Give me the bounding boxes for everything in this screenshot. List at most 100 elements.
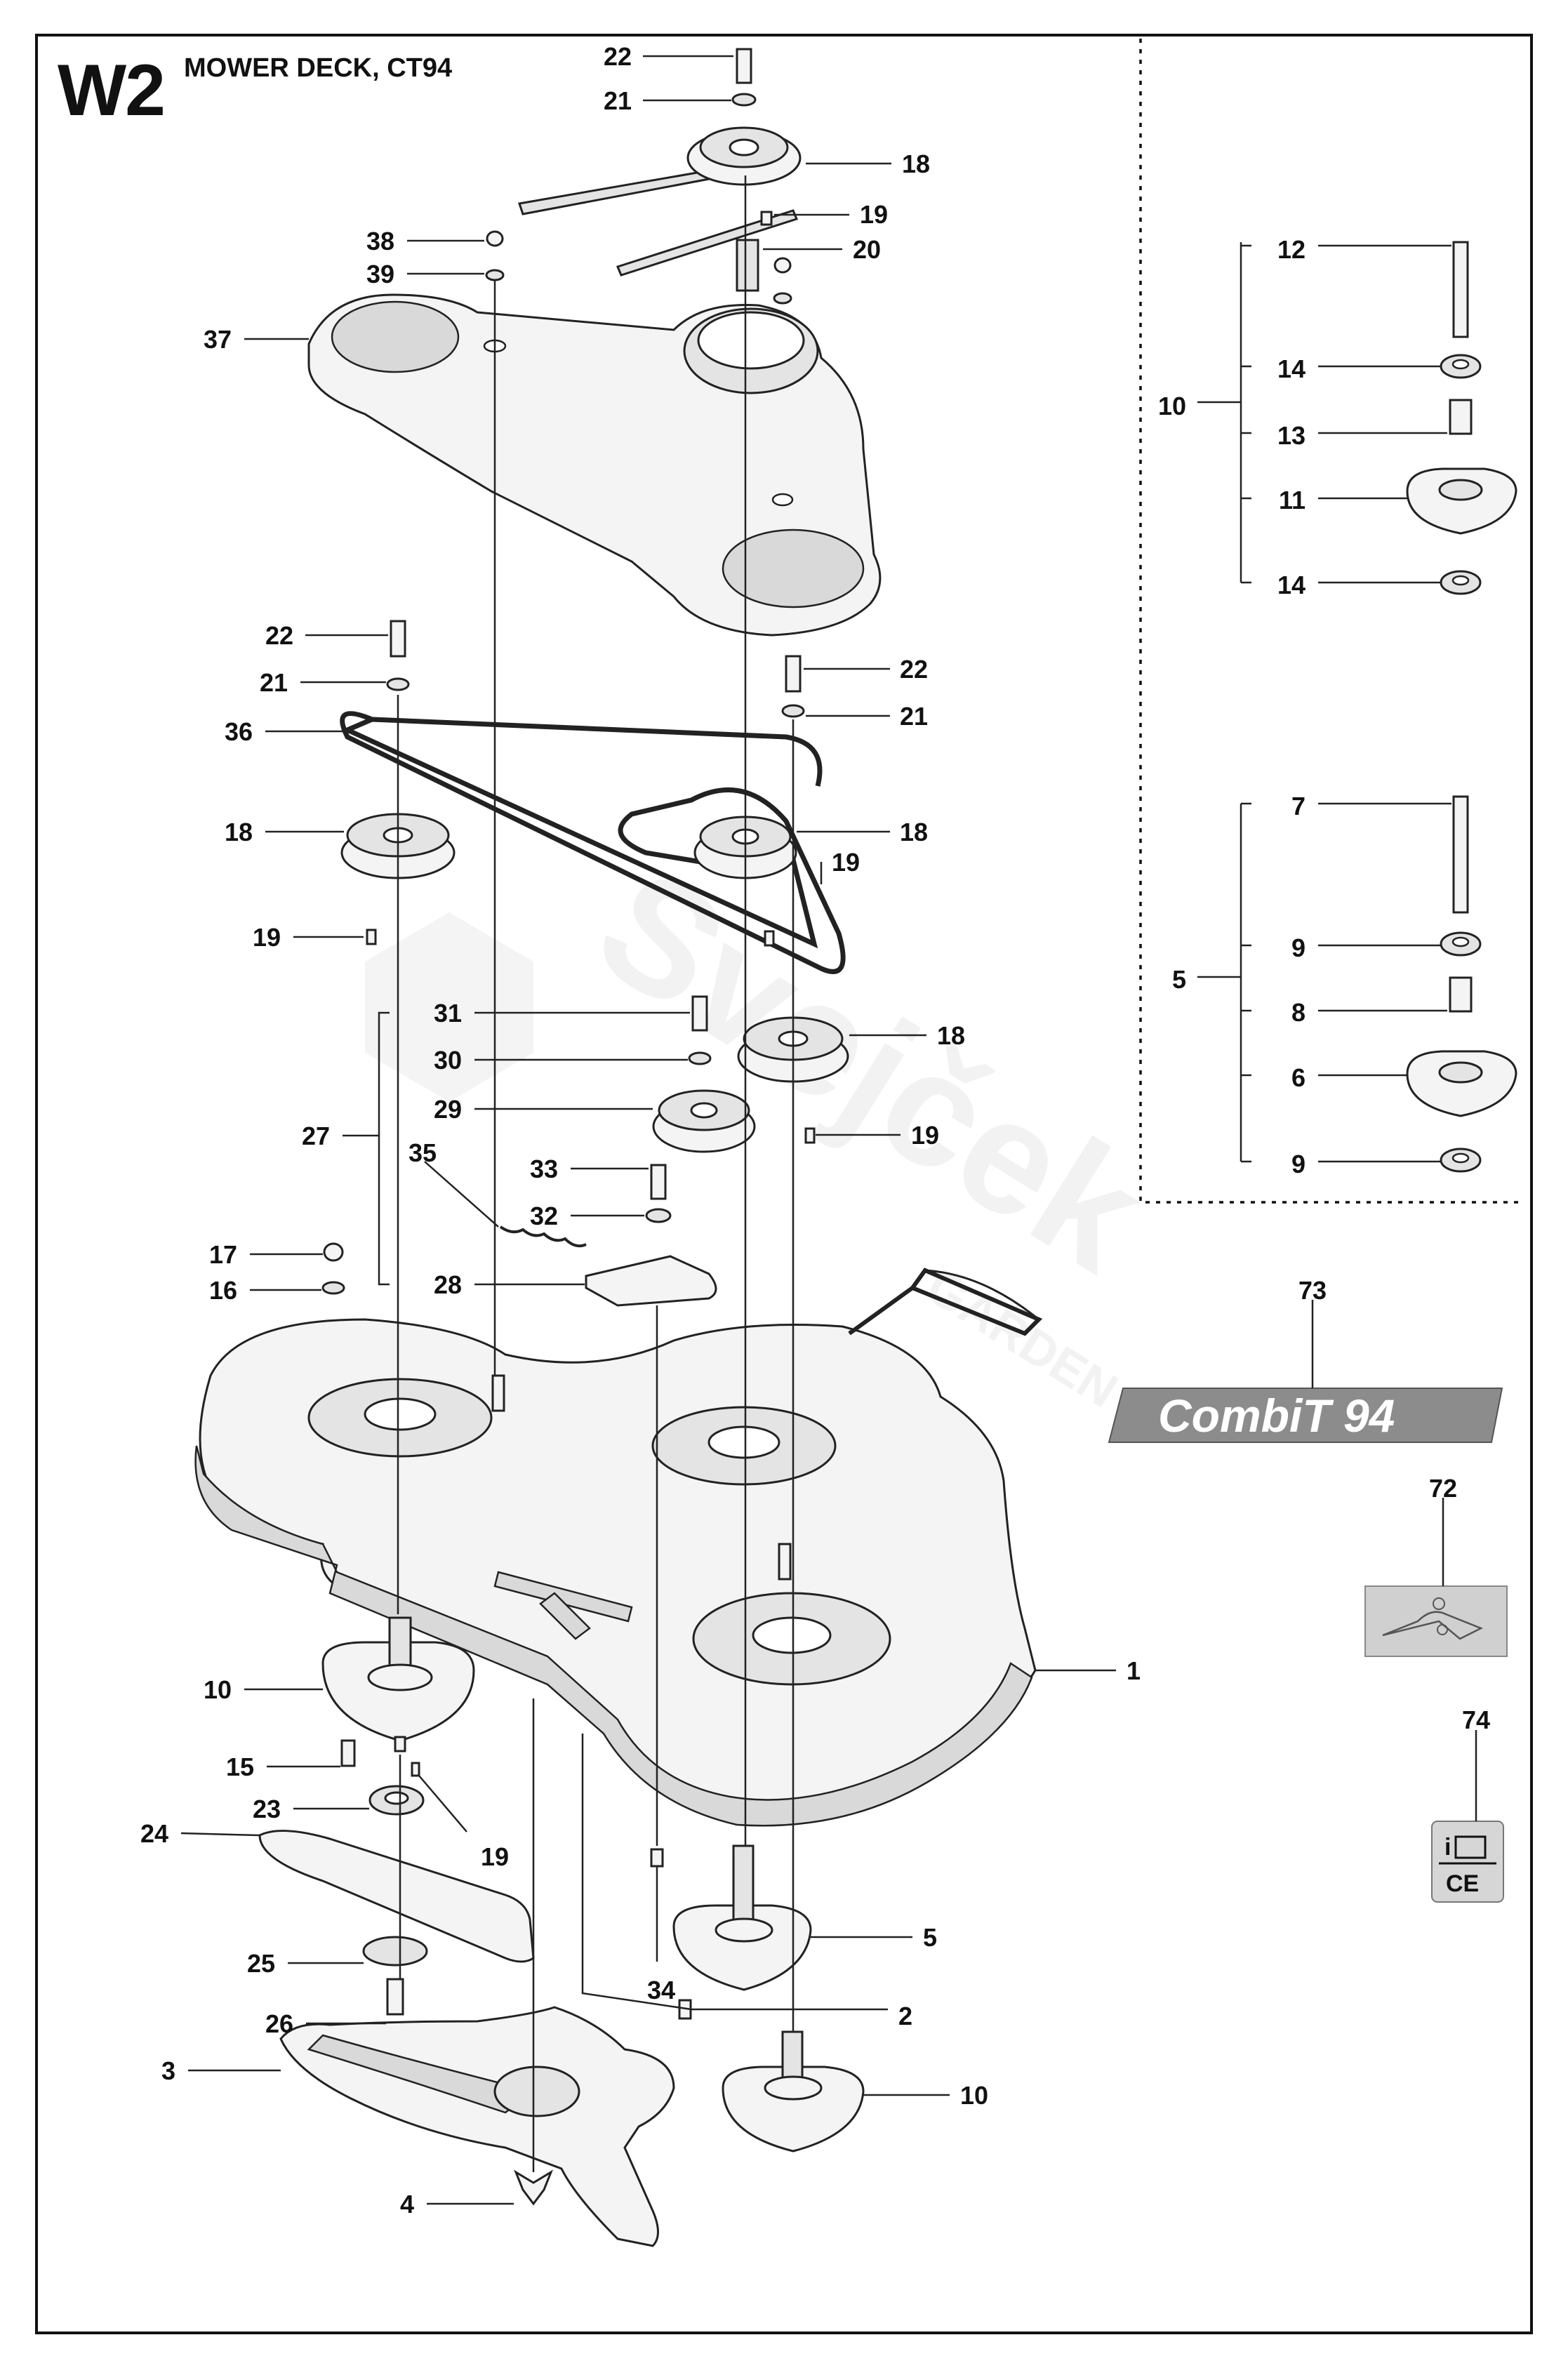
- callout-c22b: 22: [265, 621, 293, 650]
- washer-21-left: [386, 677, 410, 691]
- washer-39: [485, 269, 505, 281]
- callout-c10b: 10: [960, 2081, 988, 2110]
- shaft-7: [1452, 795, 1469, 914]
- callout-c14b: 14: [1277, 571, 1305, 599]
- washer-21-right: [781, 704, 805, 718]
- callout-c22c: 22: [900, 655, 928, 684]
- callout-c35: 35: [408, 1138, 437, 1167]
- shaft-12: [1452, 241, 1469, 338]
- callout-c3: 3: [161, 2056, 175, 2085]
- callout-c17: 17: [209, 1240, 237, 1269]
- bolt-26: [386, 1978, 404, 2016]
- callout-c18c: 18: [900, 818, 928, 846]
- housing-11: [1406, 467, 1517, 535]
- belt-routing-decal-72: [1364, 1585, 1508, 1657]
- page-border: [35, 34, 1533, 2334]
- idler-pulley-29: [652, 1089, 756, 1153]
- washer-39b: [773, 292, 792, 305]
- callout-c12: 12: [1277, 235, 1305, 264]
- callout-c8: 8: [1291, 998, 1305, 1027]
- callout-c21c: 21: [900, 702, 928, 731]
- wing-bolt-4: [513, 2169, 554, 2206]
- callout-c31: 31: [434, 999, 462, 1027]
- callout-c18a: 18: [902, 149, 930, 178]
- washer-21-top: [731, 93, 757, 107]
- key-19-top: [760, 211, 773, 226]
- callout-c32: 32: [530, 1202, 558, 1230]
- diagram-title: MOWER DECK, CT94: [184, 53, 453, 83]
- callout-c18b: 18: [225, 818, 253, 846]
- callout-c9b: 9: [1291, 1150, 1305, 1178]
- top-pulley: [518, 126, 802, 277]
- callout-c36: 36: [225, 717, 253, 746]
- callout-c25: 25: [247, 1949, 275, 1978]
- callout-c19b: 19: [832, 848, 860, 877]
- callout-c29: 29: [434, 1095, 462, 1124]
- callout-c34: 34: [647, 1976, 675, 2004]
- svg-text:i: i: [1444, 1834, 1451, 1861]
- spindle-5: [672, 1844, 812, 1991]
- axis-nut-2: [581, 1734, 692, 2011]
- callout-c4: 4: [400, 2190, 414, 2219]
- bolt-22-right: [785, 655, 802, 693]
- callout-c13: 13: [1277, 421, 1305, 450]
- callout-c14a: 14: [1277, 354, 1305, 383]
- bearing-23: [368, 1785, 425, 1816]
- spindle-10-right: [722, 2030, 865, 2153]
- key-19-lower: [411, 1762, 420, 1777]
- bolt-33: [650, 1164, 667, 1200]
- callout-c38: 38: [366, 227, 394, 255]
- callout-c39: 39: [366, 260, 394, 288]
- callout-c19a: 19: [860, 200, 888, 229]
- callout-c33: 33: [530, 1155, 558, 1183]
- callout-c21a: 21: [604, 86, 632, 115]
- callout-c73: 73: [1298, 1276, 1327, 1305]
- bolt-22-top: [736, 48, 752, 84]
- belt-36: [340, 711, 846, 974]
- spindle-10-left: [321, 1616, 475, 1752]
- callout-c19d: 19: [911, 1121, 939, 1150]
- spacer-20: [736, 239, 759, 292]
- callout-c10c: 10: [1158, 392, 1186, 420]
- spacer-32: [645, 1208, 672, 1223]
- callout-c11: 11: [1279, 486, 1305, 514]
- bracket-10: [1240, 242, 1251, 584]
- belt-cover: [307, 293, 882, 637]
- nut-17: [323, 1242, 344, 1262]
- callout-c21b: 21: [260, 668, 288, 697]
- callout-c72: 72: [1429, 1474, 1457, 1503]
- callout-c10a: 10: [204, 1675, 232, 1704]
- model-decal-73: CombiT 94: [1108, 1388, 1503, 1443]
- bracket-5: [1240, 802, 1251, 1163]
- leader-line-c19e: [418, 1775, 467, 1832]
- model-decal-text: CombiT 94: [1158, 1390, 1395, 1442]
- callout-c6: 6: [1291, 1063, 1305, 1092]
- idler-arm-28: [585, 1255, 717, 1307]
- callout-c9a: 9: [1291, 933, 1305, 962]
- bearing-9-upper: [1440, 931, 1482, 957]
- callout-c19c: 19: [253, 923, 281, 952]
- watermark-logo: [365, 912, 533, 1102]
- callout-c22a: 22: [604, 42, 632, 71]
- key-19-left: [366, 929, 377, 945]
- mower-deck: [194, 1268, 1043, 1827]
- callout-c7: 7: [1291, 792, 1305, 820]
- callout-c2: 2: [898, 2002, 912, 2030]
- callout-c16: 16: [209, 1276, 237, 1305]
- callout-c19e: 19: [481, 1842, 509, 1871]
- deck-stud-right: [778, 1543, 792, 1581]
- callout-c18d: 18: [937, 1021, 965, 1050]
- callout-c1: 1: [1127, 1656, 1141, 1685]
- callout-c28: 28: [434, 1270, 462, 1299]
- callout-c74: 74: [1462, 1705, 1490, 1734]
- leader-line-c35: [424, 1161, 499, 1228]
- callout-c27: 27: [302, 1122, 330, 1150]
- callout-c26: 26: [265, 2009, 293, 2038]
- callout-c30: 30: [434, 1046, 462, 1075]
- belt-36-top: [371, 717, 823, 787]
- callout-c24: 24: [140, 1819, 168, 1848]
- leader-line-c24: [180, 1832, 260, 1837]
- spacer-8: [1449, 976, 1473, 1013]
- deck-stud-left: [491, 1374, 505, 1412]
